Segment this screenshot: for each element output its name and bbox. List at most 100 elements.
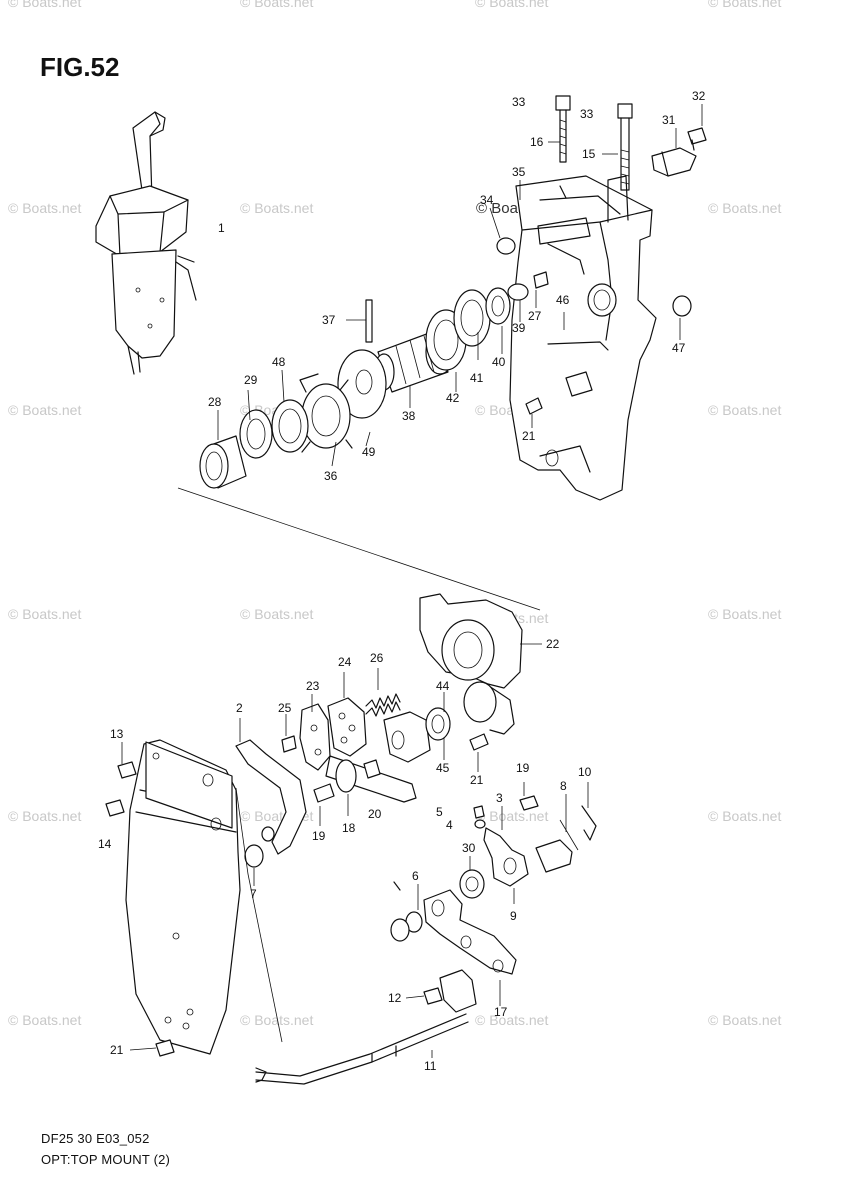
callout-19-left: 19 (312, 829, 326, 843)
callout-21-upper: 21 (522, 429, 536, 443)
callout-14: 14 (98, 837, 112, 851)
part-plate-44 (383, 711, 431, 763)
part-cable-11 (255, 1013, 469, 1085)
callout-38: 38 (402, 409, 416, 423)
callout-13: 13 (110, 727, 124, 741)
callout-21-mid: 21 (470, 773, 484, 787)
callout-35: 35 (512, 165, 526, 179)
callout-1: 1 (218, 221, 225, 235)
callout-41: 41 (470, 371, 484, 385)
part-clip-31 (651, 147, 697, 177)
callout-21-lower: 21 (110, 1043, 124, 1057)
callout-leaders (121, 104, 703, 1058)
watermark: © Boats.net (8, 808, 82, 824)
part-ring-40 (485, 287, 511, 325)
callout-20: 20 (368, 807, 382, 821)
part-bushing-45 (425, 707, 451, 741)
cable-guide-line (235, 787, 283, 1043)
callout-31: 31 (662, 113, 676, 127)
watermark: © Boats.net (708, 1012, 782, 1028)
part-lever-2 (235, 739, 307, 855)
part-screw-21-mid (469, 733, 489, 751)
callout-40: 40 (492, 355, 506, 369)
watermark: © Boats.net (708, 0, 782, 10)
part-washer-49 (337, 349, 387, 419)
callout-2: 2 (236, 701, 243, 715)
part-lever-lower (423, 889, 517, 975)
part-arm-3 (483, 827, 529, 887)
part-screw-27 (533, 271, 549, 289)
part-pin-8 (559, 819, 579, 851)
part-screw-cover (105, 799, 125, 817)
callout-44: 44 (436, 679, 450, 693)
part-screw-21-lower (155, 1039, 175, 1057)
part-washer-18 (335, 759, 357, 793)
callout-48: 48 (272, 355, 286, 369)
callout-42: 42 (446, 391, 460, 405)
part-pin-37 (365, 299, 373, 343)
callout-labels: 1 2 3 4 5 6 7 8 9 10 11 12 13 14 15 16 1… (98, 89, 706, 1073)
part-ring-29 (239, 409, 273, 459)
callout-32: 32 (692, 89, 706, 103)
callout-6: 6 (412, 869, 419, 883)
callout-5: 5 (436, 805, 443, 819)
callout-10: 10 (578, 765, 592, 779)
part-spring-26 (365, 693, 401, 717)
callout-17: 17 (494, 1005, 508, 1019)
part-bracket-8 (535, 839, 573, 873)
part-bolt-15 (617, 103, 633, 191)
callout-16: 16 (530, 135, 544, 149)
callout-11: 11 (424, 1059, 437, 1073)
watermark: © Boats.net (708, 808, 782, 824)
callout-15: 15 (582, 147, 596, 161)
part-bushing-39 (507, 283, 529, 301)
watermark: © Boats.net (8, 402, 82, 418)
assembly-connector-line (177, 487, 541, 611)
part-ring-28 (199, 435, 247, 489)
part-upper-bracket (509, 175, 657, 501)
callout-9: 9 (510, 909, 517, 923)
part-ring-41 (453, 289, 491, 347)
callout-33-left: 33 (512, 95, 526, 109)
part-lower-bracket-22 (419, 593, 523, 735)
part-screw-32 (687, 127, 707, 151)
diagram-caption: OPT:TOP MOUNT (2) (41, 1152, 171, 1167)
part-remote-control-box (95, 111, 197, 375)
part-link-23 (299, 703, 331, 771)
watermark: © Boats.net (475, 1012, 549, 1028)
part-screw-21-upper (525, 397, 543, 415)
callout-12: 12 (388, 991, 402, 1005)
callout-3: 3 (496, 791, 503, 805)
callout-26: 26 (370, 651, 384, 665)
callout-25: 25 (278, 701, 292, 715)
watermark: © Boats.net (240, 1012, 314, 1028)
callout-49: 49 (362, 445, 376, 459)
part-gear-36 (299, 373, 353, 453)
diagram-code: DF25 30 E03_052 (41, 1131, 150, 1146)
callout-24: 24 (338, 655, 352, 669)
part-bolt-16 (555, 95, 571, 163)
callout-39: 39 (512, 321, 526, 335)
watermark: © Boats.net (475, 0, 549, 10)
watermark: © Boats.net (708, 402, 782, 418)
callout-45: 45 (436, 761, 450, 775)
part-screw-19-left (313, 783, 335, 803)
part-clip-4 (474, 819, 486, 829)
watermark: © Boats.net (8, 606, 82, 622)
callout-33-right: 33 (580, 107, 594, 121)
part-washer-small (261, 826, 275, 842)
figure-title: FIG.52 (40, 52, 120, 82)
part-side-cover-14 (125, 739, 241, 1055)
part-washer-6b (390, 918, 410, 942)
part-screw-19-right (519, 795, 539, 811)
watermark: © Boats.net (240, 606, 314, 622)
callout-28: 28 (208, 395, 222, 409)
part-cap-34 (496, 237, 516, 255)
callout-4: 4 (446, 818, 453, 832)
part-bushing-30 (459, 869, 485, 899)
watermark: © Boats.net (240, 200, 314, 216)
watermark: © Boats.net (8, 200, 82, 216)
callout-22: 22 (546, 637, 560, 651)
part-clamp-17 (439, 969, 477, 1013)
part-screw-12 (423, 987, 443, 1005)
